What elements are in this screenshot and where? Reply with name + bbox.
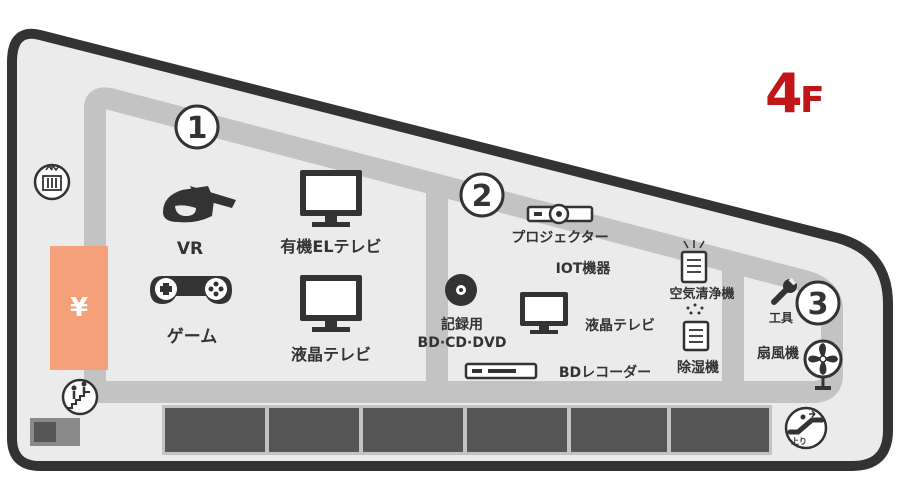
cashier-symbol: ¥ (70, 293, 88, 323)
tv-icon (300, 275, 362, 332)
label-escalator-up: 上り (791, 436, 807, 446)
label-oled-tv: 有機ELテレビ (280, 237, 381, 256)
label-fan: 扇風機 (757, 345, 799, 362)
zone-number-2: 2 (472, 179, 493, 214)
cashier-area (50, 246, 108, 370)
label-recorder-line2: BD·CD·DVD (418, 335, 507, 351)
label-lcd-tv-zone2: 液晶テレビ (585, 317, 655, 334)
floor-label: 4 F (765, 62, 825, 125)
projector-icon (526, 203, 594, 225)
label-projector: プロジェクター (511, 230, 608, 246)
corner-booth (30, 418, 80, 446)
gamepad-icon (150, 276, 232, 304)
elevator-icon (33, 163, 71, 201)
fan-icon (803, 339, 843, 390)
label-recorder-line1: 記録用 (441, 316, 483, 333)
vr-headset-icon (163, 186, 236, 223)
label-iot: IOT機器 (556, 260, 612, 277)
disc-icon (445, 274, 477, 306)
tv-icon (300, 170, 362, 227)
stairs-icon (61, 378, 99, 416)
label-tools: 工具 (769, 311, 793, 325)
label-dehumidifier: 除湿機 (677, 359, 719, 376)
zone-number-3: 3 (808, 287, 829, 322)
zone-marker-2: 2 (459, 172, 505, 218)
label-bd-recorder: BDレコーダー (559, 364, 651, 381)
label-game: ゲーム (167, 326, 218, 347)
escalator-icon: 上り (784, 406, 828, 450)
zone-marker-3: 3 (795, 280, 841, 326)
label-air-purifier: 空気清浄機 (669, 286, 734, 302)
floor-letter: F (800, 80, 825, 121)
dehumidifier-icon (682, 303, 710, 352)
wrench-icon (771, 277, 797, 305)
label-vr: VR (177, 239, 203, 259)
zone-marker-1: 1 (174, 104, 220, 150)
air-purifier-icon (680, 240, 708, 284)
counters (162, 405, 772, 455)
tv-icon (520, 292, 568, 334)
floor-number: 4 (765, 62, 803, 125)
zone-number-1: 1 (187, 111, 208, 146)
label-lcd-tv-zone1: 液晶テレビ (291, 345, 371, 364)
recorder-icon (464, 362, 538, 380)
